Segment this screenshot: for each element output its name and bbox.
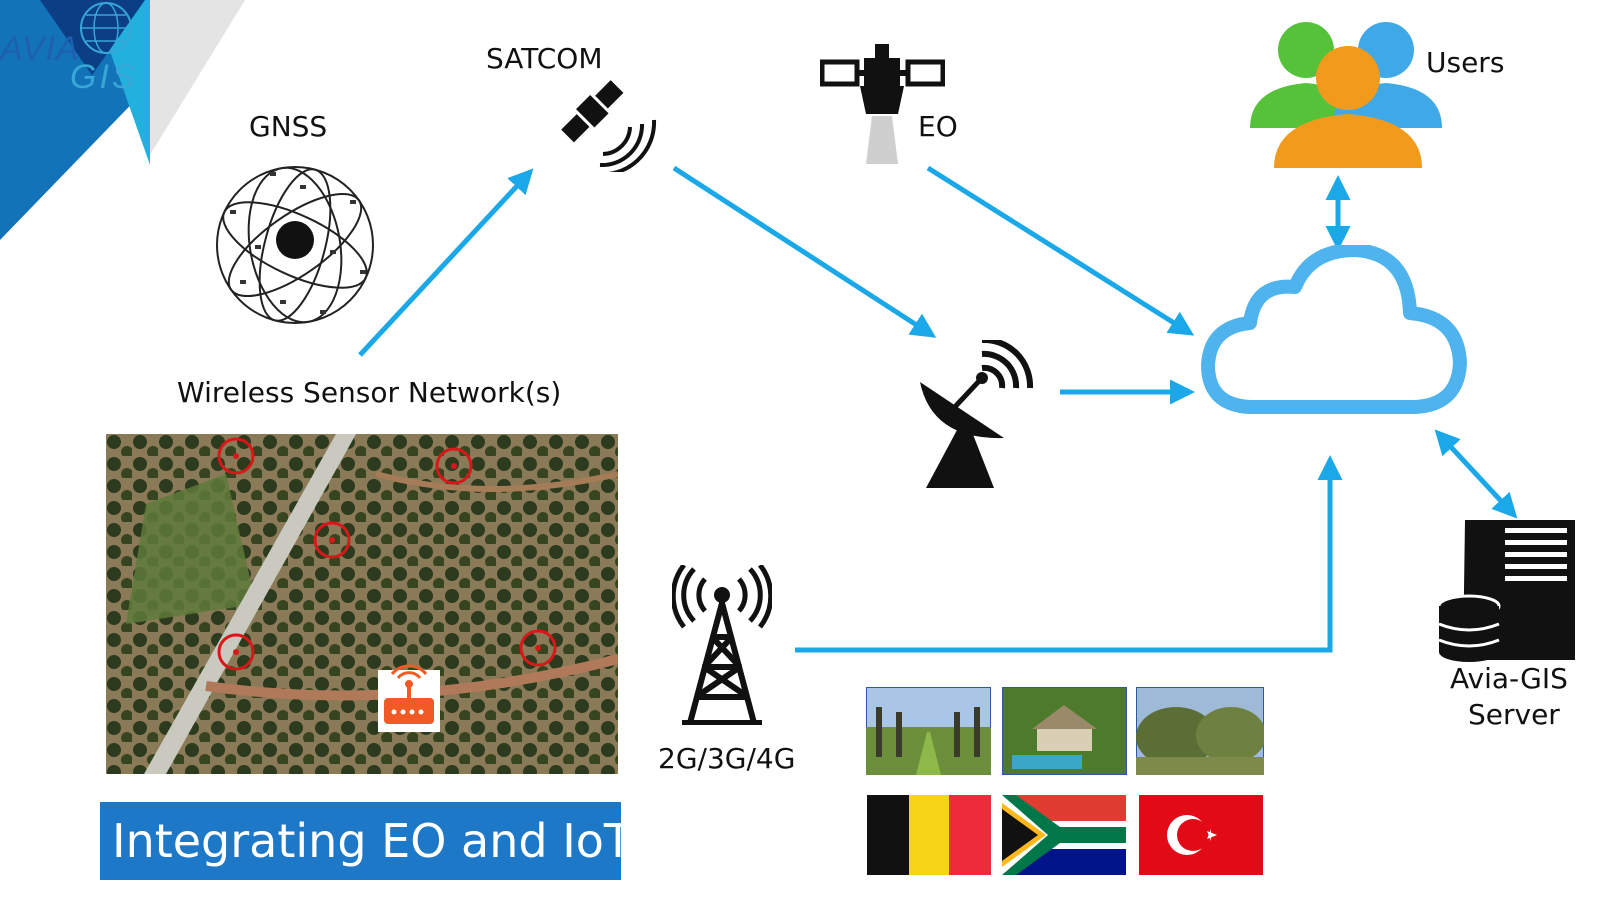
sensor-marker xyxy=(217,437,255,475)
cloud-icon xyxy=(1201,245,1467,414)
logo-text-avia: AVIA xyxy=(0,30,80,68)
globe-logo-icon xyxy=(80,2,132,54)
server-icon xyxy=(1437,520,1575,662)
arrow-eo-to-cloud xyxy=(926,165,1195,336)
gnss-globe-icon xyxy=(216,166,374,324)
flag-turkey xyxy=(1139,795,1263,875)
corner-decoration xyxy=(0,0,245,240)
label-eo: EO xyxy=(918,110,958,143)
logo-text-gis: GIS xyxy=(70,58,138,96)
cell-tower-icon xyxy=(672,565,772,725)
users-icon xyxy=(1250,22,1442,168)
label-users: Users xyxy=(1426,46,1505,79)
site-photo-olive-grove xyxy=(1136,687,1264,775)
sensor-marker xyxy=(435,447,473,485)
orchard-aerial-image xyxy=(106,434,618,774)
ground-station-dish-icon xyxy=(920,340,1034,488)
label-server-line1: Avia-GIS xyxy=(1450,662,1568,695)
avia-gis-logo: AVIA GIS xyxy=(0,0,150,96)
arrow-cloud-server xyxy=(1434,429,1518,519)
flag-belgium xyxy=(867,795,991,875)
arrow-satcom-to-dish xyxy=(672,165,937,338)
satcom-satellite-icon xyxy=(561,80,657,172)
sensor-markers xyxy=(217,437,557,671)
sensor-marker xyxy=(217,633,255,671)
flag-south-africa xyxy=(1002,795,1126,875)
label-cellular: 2G/3G/4G xyxy=(658,742,796,775)
title-banner: Integrating EO and IoT xyxy=(100,802,632,880)
sensor-marker xyxy=(313,521,351,559)
site-photo-orchard xyxy=(866,687,991,775)
label-server-line2: Server xyxy=(1468,698,1560,731)
gateway-router-icon xyxy=(378,664,440,732)
label-satcom: SATCOM xyxy=(486,42,603,75)
arrow-wsn-to-satcom xyxy=(358,168,534,357)
eo-satellite-icon xyxy=(820,44,945,164)
site-photo-lodge xyxy=(1002,687,1127,775)
banner-title: Integrating EO and IoT xyxy=(112,814,633,868)
label-gnss: GNSS xyxy=(249,110,328,143)
arrow-tower-to-cloud xyxy=(795,455,1343,653)
label-wireless-sensor-networks: Wireless Sensor Network(s) xyxy=(177,376,562,409)
sensor-marker xyxy=(519,629,557,667)
